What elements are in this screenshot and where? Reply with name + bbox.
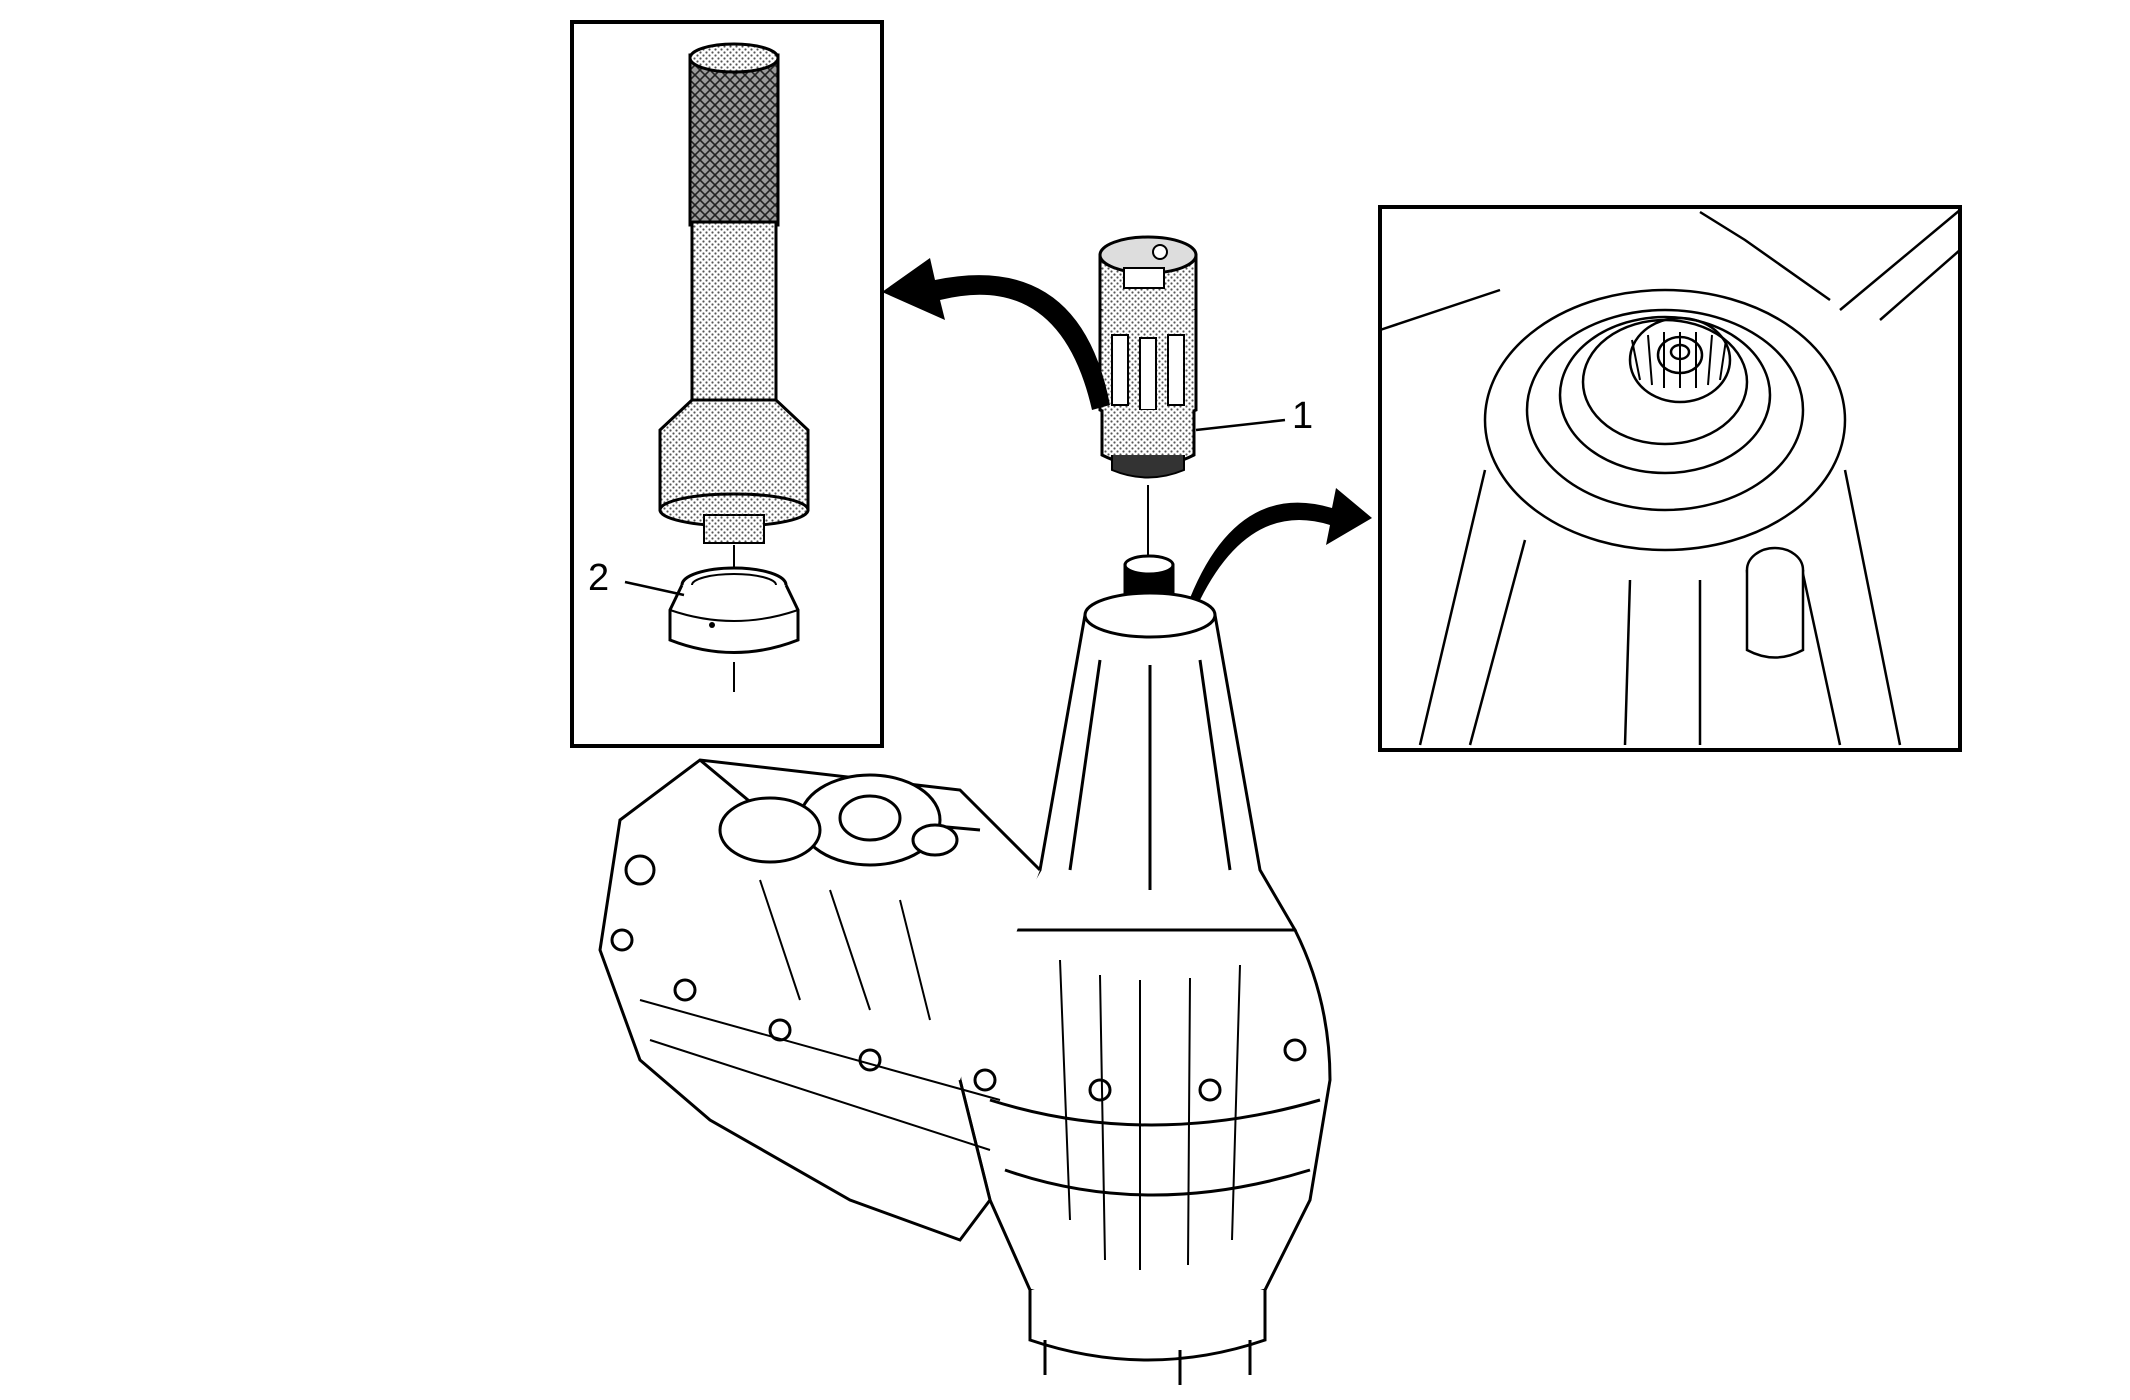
seal-ring: [668, 566, 800, 654]
left-inset-panel: 2: [570, 20, 884, 748]
curved-arrow-left-icon: [882, 258, 1110, 410]
callout-1-label: 1: [1292, 395, 1313, 437]
right-inset-panel: [1378, 205, 1962, 752]
callout-2-leader: [624, 580, 685, 597]
case-bolt-detail: [1745, 546, 1805, 659]
right-inset-frame: [1378, 205, 1962, 752]
seal-installer-tool: [658, 42, 810, 544]
callout-2-label: 2: [588, 557, 609, 599]
curved-arrow-right-icon: [1190, 488, 1372, 600]
adapter-tool: [1098, 235, 1198, 479]
transfer-case-assembly: [598, 554, 1332, 1385]
callout-1-leader: [1195, 418, 1286, 432]
